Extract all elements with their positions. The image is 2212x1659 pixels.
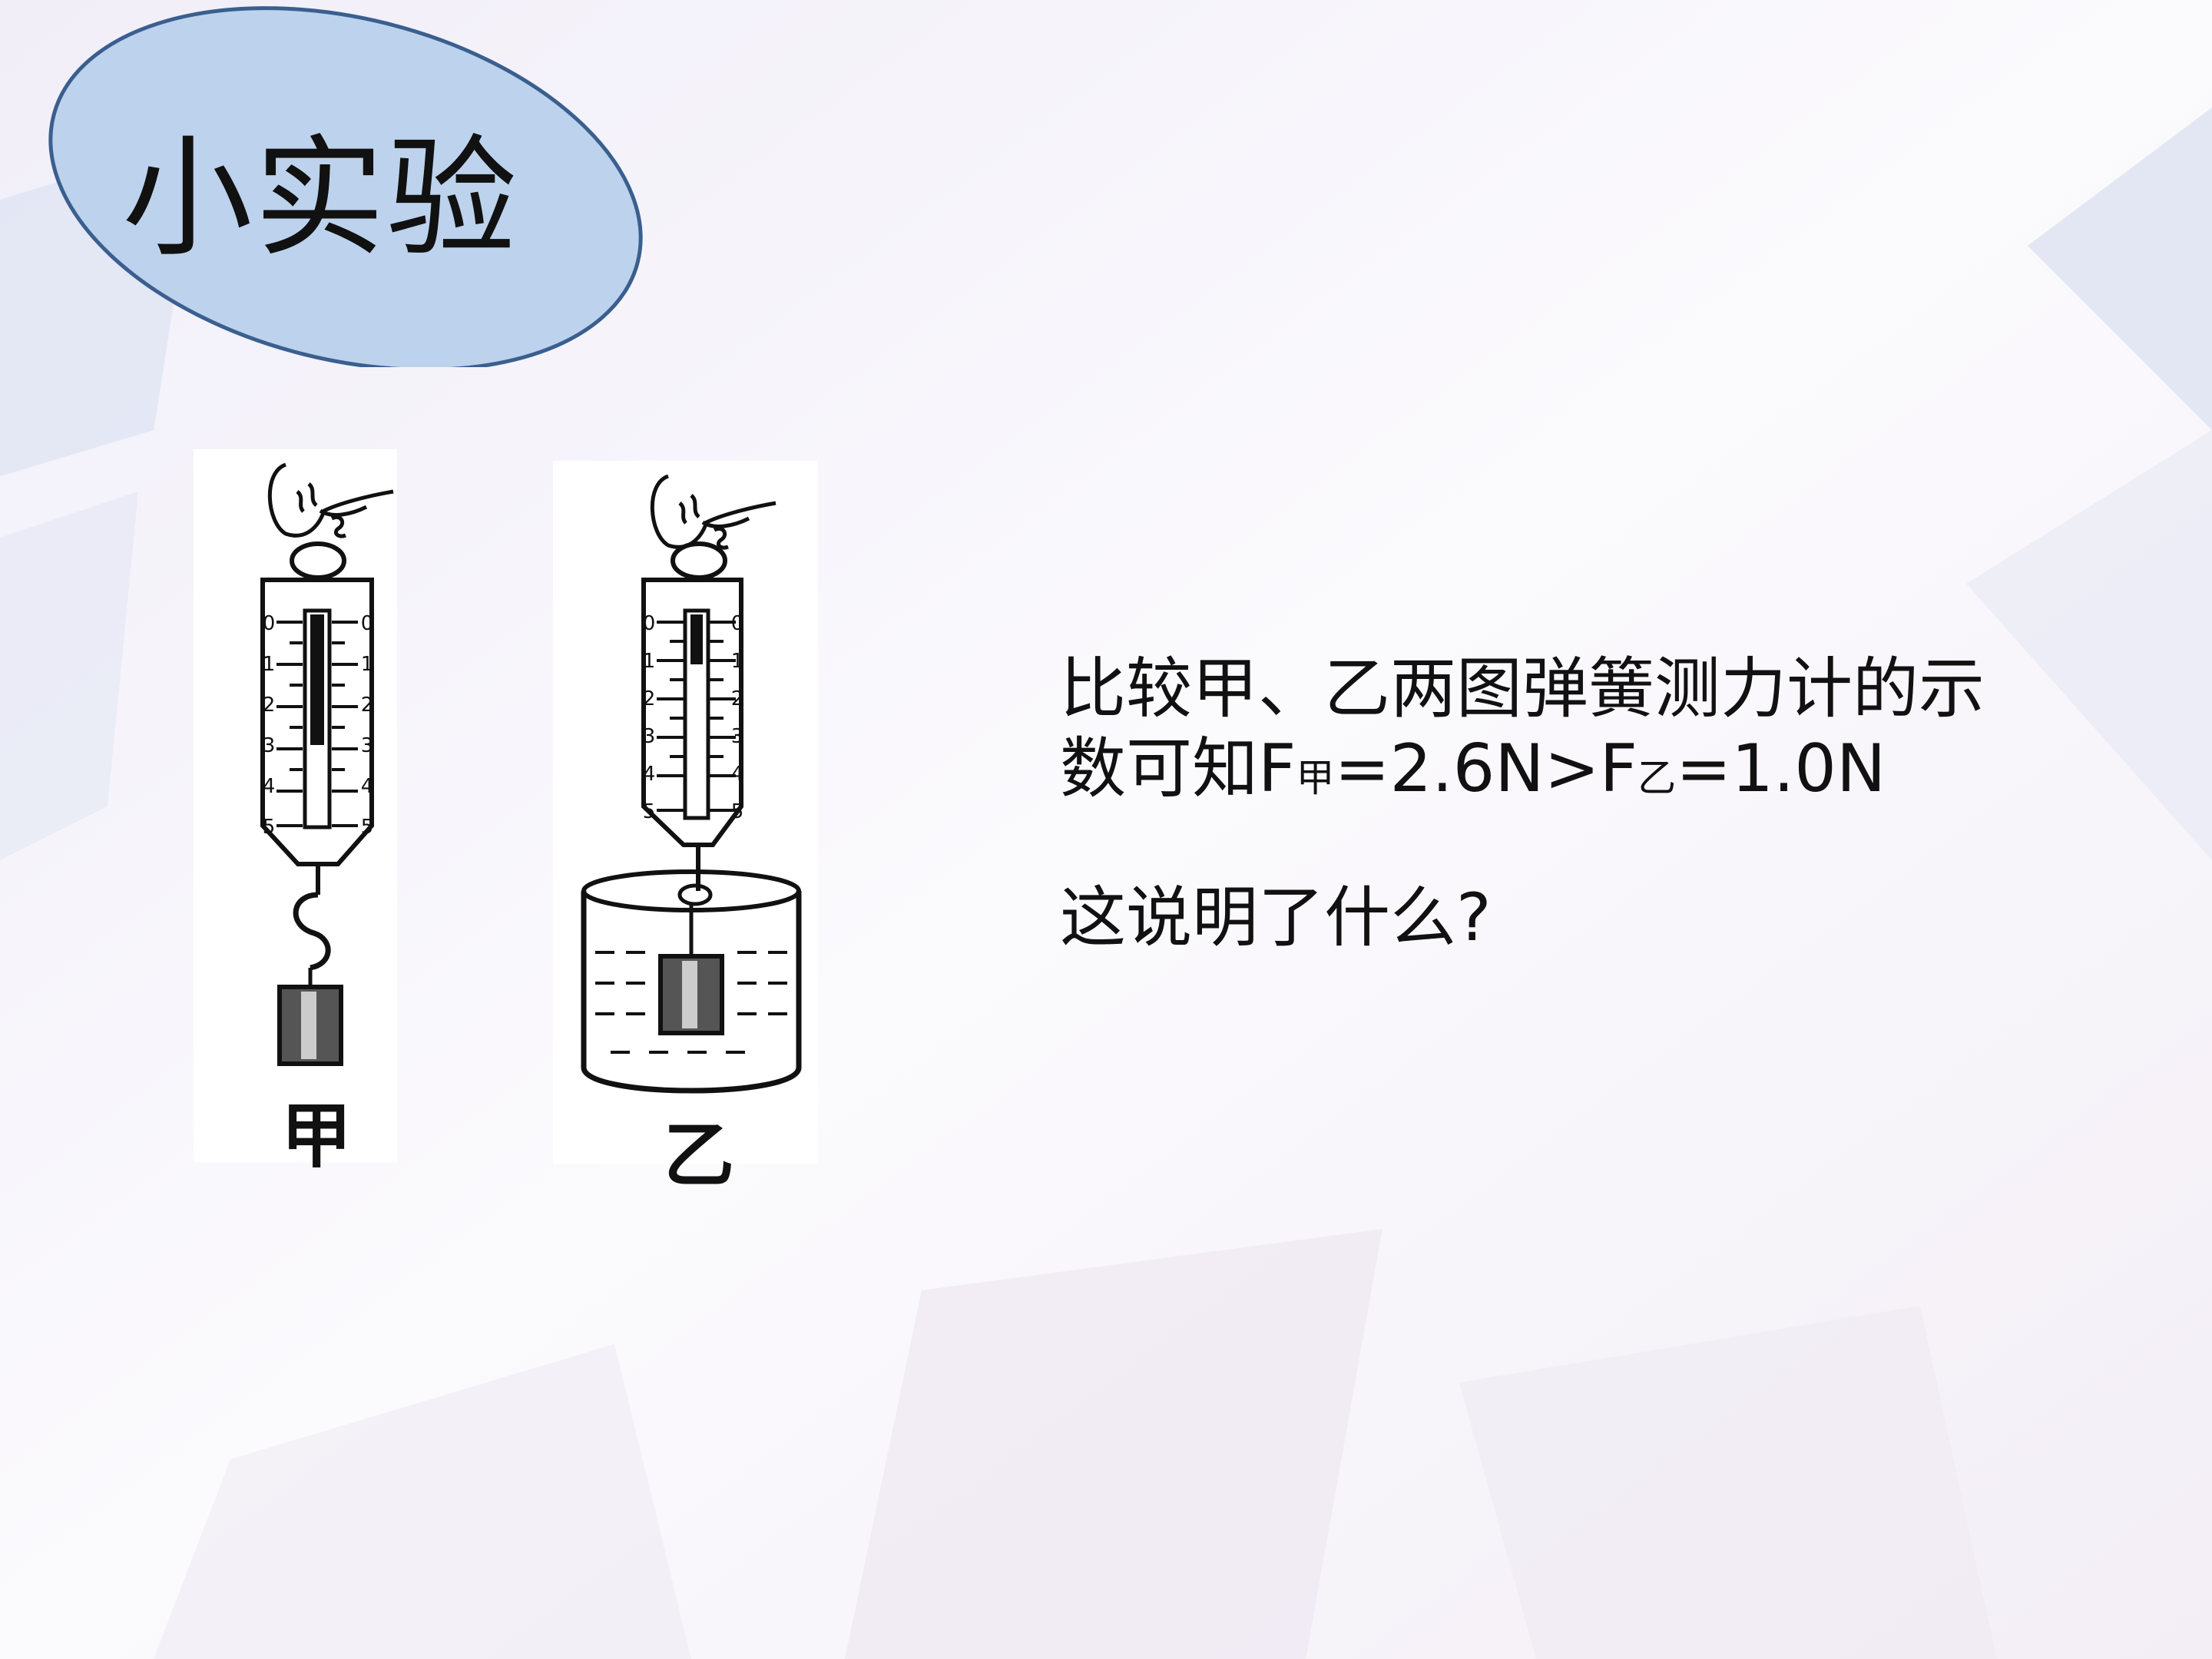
spring-scale-jia: 0 0 1 1 2 2 3 3 4 4 5 5	[260, 462, 394, 1066]
hand-icon	[650, 474, 777, 550]
scale-tick-label-jia-left: 5	[263, 816, 276, 839]
scale-tick-label-jia-left: 4	[263, 775, 276, 798]
explanation-text: 比较甲、乙两图弹簧测力计的示 数可知F甲=2.6N>F乙=1.0N 这说明了什么…	[1060, 649, 2151, 958]
figure-label-yi: 乙	[663, 1114, 734, 1197]
scale-tick-label-jia-right: 0	[361, 612, 374, 635]
scale-tick-label-yi-right: 2	[731, 687, 744, 710]
subscript-jia: 甲	[1296, 756, 1335, 800]
scale-tick-label-jia-right: 2	[361, 694, 374, 717]
text-line-1: 比较甲、乙两图弹簧测力计的示	[1060, 651, 1985, 727]
scale-tick-label-jia-right: 3	[361, 734, 374, 757]
scale-ticks-jia	[276, 621, 358, 827]
scale-tick-label-yi-left: 4	[643, 763, 656, 786]
scale-tick-label-yi-left: 0	[643, 612, 656, 635]
scale-tick-label-jia-right: 1	[361, 653, 374, 676]
scale-tick-label-yi-right: 1	[731, 650, 744, 673]
text-line-2: 数可知F甲=2.6N>F乙=1.0N	[1060, 729, 2151, 818]
scale-tick-label-yi-right: 0	[731, 612, 744, 635]
scale-tick-label-jia-right: 4	[361, 775, 374, 798]
title-badge: 小实验	[40, 6, 654, 367]
text-line-2-prefix: 数可知F	[1060, 730, 1296, 807]
figure-yi: 0 0 1 1 2 2 3 3 4 4 5 5 乙	[553, 461, 818, 1197]
scale-tick-label-jia-right: 5	[361, 816, 374, 839]
scale-tick-label-jia-left: 2	[263, 694, 276, 717]
figure-label-jia: 甲	[280, 1095, 352, 1177]
page-title: 小实验	[121, 123, 518, 275]
scale-tick-label-yi-left: 5	[643, 800, 656, 823]
scale-ticks-yi	[657, 621, 736, 812]
text-line-2-suffix: =1.0N	[1676, 730, 1886, 807]
scale-tick-label-yi-left: 2	[643, 687, 656, 710]
scale-tick-label-yi-left: 3	[643, 725, 656, 748]
water-lines	[595, 951, 787, 1054]
spring-scale-yi: 0 0 1 1 2 2 3 3 4 4 5 5	[581, 474, 802, 1094]
hand-icon	[267, 462, 394, 538]
scale-tick-label-jia-left: 1	[263, 653, 276, 676]
figure-jia: 0 0 1 1 2 2 3 3 4 4 5 5 甲	[194, 449, 397, 1177]
scale-tick-label-yi-right: 3	[731, 725, 744, 748]
question-text: 这说明了什么?	[1060, 879, 1492, 956]
title-oval-shape	[48, 6, 643, 367]
text-line-2-mid: =2.6N>F	[1334, 730, 1638, 807]
scale-tick-label-yi-right: 4	[731, 763, 744, 786]
subscript-yi: 乙	[1637, 756, 1677, 800]
scale-tick-label-jia-left: 0	[263, 612, 276, 635]
scale-tick-label-yi-left: 1	[643, 650, 656, 673]
scale-tick-label-jia-left: 3	[263, 734, 276, 757]
scale-tick-label-yi-right: 5	[731, 800, 744, 823]
